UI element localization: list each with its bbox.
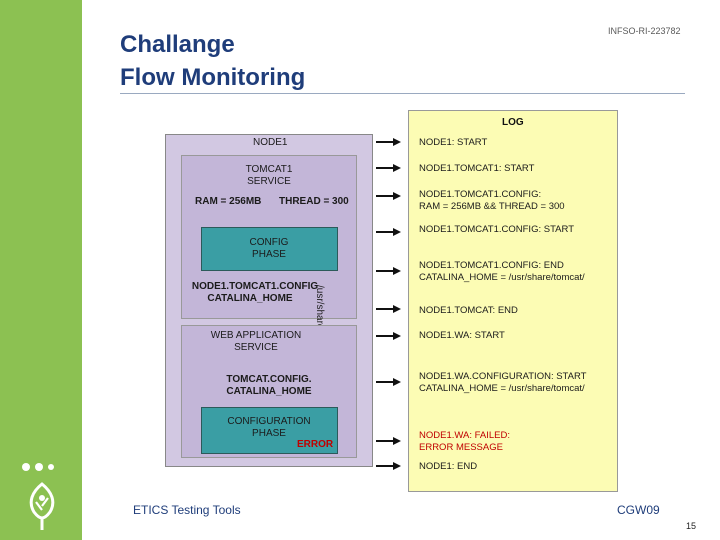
footer-right: CGW09	[617, 503, 660, 517]
decorative-dots	[22, 463, 54, 471]
phase-error-label: ERROR	[297, 439, 334, 450]
phase1-line1: CONFIG	[249, 237, 289, 248]
title-divider	[120, 93, 685, 94]
document-id: INFSO-RI-223782	[608, 26, 681, 36]
log-entry-detail: RAM = 256MB && THREAD = 300	[419, 201, 565, 212]
title-line-1: Challange	[120, 31, 235, 58]
arrow-right-icon	[376, 378, 401, 386]
log-entry: NODE1.WA: START	[419, 330, 505, 341]
log-entry-error: NODE1.WA: FAILED:	[419, 430, 510, 441]
footer-left: ETICS Testing Tools	[133, 503, 241, 517]
log-entry: NODE1.TOMCAT: END	[419, 305, 518, 316]
arrow-right-icon	[376, 138, 401, 146]
arrow-right-icon	[376, 462, 401, 470]
config-output-line1: NODE1.TOMCAT1.CONFIG	[191, 281, 319, 292]
dot	[22, 463, 30, 471]
log-entry: NODE1.TOMCAT1.CONFIG: START	[419, 224, 575, 235]
log-entry-error-detail: ERROR MESSAGE	[419, 442, 503, 453]
service2-input-line2: CATALINA_HOME	[226, 386, 312, 397]
service2-line2: SERVICE	[234, 342, 278, 353]
phase2-line1: CONFIGURATION	[227, 416, 311, 427]
log-entry: NODE1.WA.CONFIGURATION: START	[419, 371, 587, 382]
title-line-2: Flow Monitoring	[120, 64, 306, 91]
arrow-right-icon	[376, 305, 401, 313]
log-entry-detail: CATALINA_HOME = /usr/share/tomcat/	[419, 272, 585, 283]
service1-line1: TOMCAT1	[245, 164, 293, 175]
arrow-right-icon	[376, 267, 401, 275]
log-entry: NODE1.TOMCAT1.CONFIG: END	[419, 260, 564, 271]
page-number: 15	[686, 521, 697, 531]
arrow-right-icon	[376, 164, 401, 172]
configuration-phase-box	[201, 407, 338, 454]
dot	[35, 463, 43, 471]
ram-param: RAM = 256MB	[195, 196, 262, 207]
dot	[48, 464, 54, 470]
config-output-line2: CATALINA_HOME	[207, 293, 293, 304]
node-label: NODE1	[253, 137, 288, 148]
service2-input-line1: TOMCAT.CONFIG.	[226, 374, 312, 385]
leaf-logo-icon	[29, 482, 55, 530]
log-panel	[408, 110, 618, 492]
phase2-line2: PHASE	[252, 428, 286, 439]
config-phase-box	[201, 227, 338, 271]
service1-line2: SERVICE	[247, 176, 291, 187]
thread-param: THREAD = 300	[279, 196, 349, 207]
arrow-right-icon	[376, 192, 401, 200]
log-title: LOG	[502, 117, 524, 128]
log-entry: NODE1.TOMCAT1.CONFIG:	[419, 189, 542, 200]
log-entry: NODE1: END	[419, 461, 478, 472]
log-entry-detail: CATALINA_HOME = /usr/share/tomcat/	[419, 383, 585, 394]
arrow-right-icon	[376, 332, 401, 340]
log-entry: NODE1: START	[419, 137, 488, 148]
arrow-right-icon	[376, 437, 401, 445]
phase1-line2: PHASE	[252, 249, 286, 260]
slide-title: Challange Flow Monitoring	[120, 28, 305, 94]
service2-line1: WEB APPLICATION	[210, 330, 302, 341]
arrow-right-icon	[376, 228, 401, 236]
log-entry: NODE1.TOMCAT1: START	[419, 163, 535, 174]
sidebar	[0, 0, 82, 540]
